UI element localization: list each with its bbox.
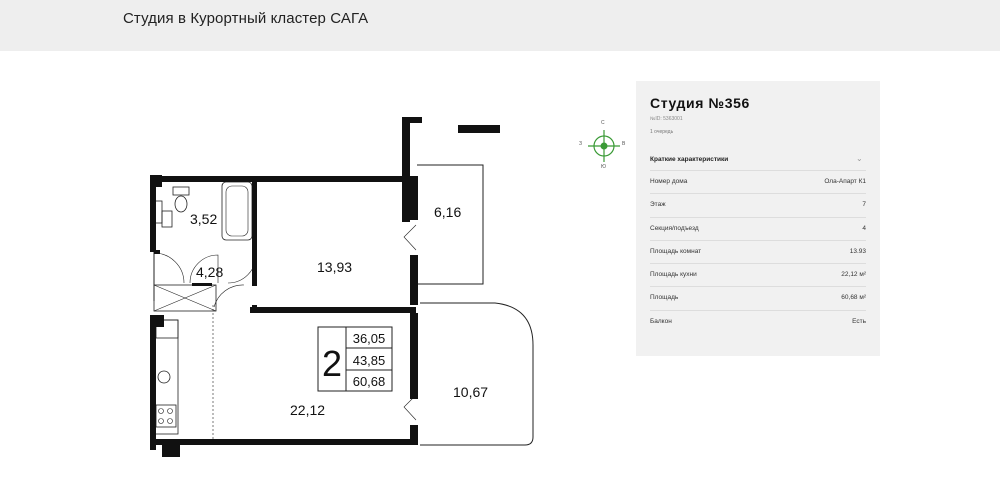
char-label: Этаж	[650, 201, 666, 209]
char-label: Номер дома	[650, 178, 688, 185]
compass-south: Ю	[601, 164, 607, 170]
char-row-section: Секция/подъезд 4	[650, 216, 866, 240]
compass-west: З	[579, 141, 583, 147]
char-label: Площадь кухни	[650, 271, 697, 279]
apartment-queue: 1 очередь	[650, 129, 674, 135]
char-value: 22,12 м²	[841, 271, 866, 279]
balcony-top-area: 6,16	[434, 204, 461, 220]
balcony-top-outline	[417, 164, 484, 285]
chevron-down-icon[interactable]: ⌄	[856, 154, 863, 163]
kitchen-area: 22,12	[290, 402, 325, 418]
char-value: Есть	[852, 317, 866, 325]
legend-total-area-2: 60,68	[353, 374, 386, 389]
char-label: Балкон	[650, 317, 672, 325]
legend-living-area: 36,05	[353, 331, 386, 346]
characteristics-list: Номер дома Ола-Апарт К1 Этаж 7 Секция/по…	[650, 170, 866, 333]
char-row-rooms-area: Площадь комнат 13.93	[650, 239, 866, 263]
room-area: 13,93	[317, 259, 352, 275]
compass-north: С	[601, 120, 605, 126]
char-value: 7	[862, 201, 866, 209]
apartment-title: Студия №356	[650, 95, 750, 111]
floor-plan: 3,52 4,28 13,93 6,16 22,12 10,67 2 36,05…	[140, 115, 550, 465]
balcony-bottom-area: 10,67	[453, 384, 488, 400]
top-bar: Студия в Курортный кластер САГА	[0, 0, 1000, 51]
legend-total-area-1: 43,85	[353, 353, 386, 368]
apartment-info-card: Студия №356 №ID: 5363001 1 очередь Кратк…	[636, 81, 880, 356]
char-label: Площадь	[650, 294, 679, 302]
char-row-total-area: Площадь 60,68 м²	[650, 286, 866, 309]
char-row-floor: Этаж 7	[650, 193, 866, 216]
char-row-balcony: Балкон Есть	[650, 309, 866, 333]
char-value: Ола-Апарт К1	[824, 178, 866, 185]
compass-east: В	[622, 141, 626, 147]
char-row-kitchen-area: Площадь кухни 22,12 м²	[650, 263, 866, 286]
apartment-id: №ID: 5363001	[650, 116, 683, 122]
page-title: Студия в Курортный кластер САГА	[123, 10, 369, 27]
compass: С З В Ю	[579, 120, 628, 176]
floor-plan-drawing: 3,52 4,28 13,93 6,16 22,12 10,67 2 36,05…	[150, 117, 534, 457]
legend-rooms-count: 2	[322, 343, 342, 384]
char-row-house: Номер дома Ола-Апарт К1	[650, 170, 866, 193]
compass-icon	[588, 130, 620, 162]
char-value: 60,68 м²	[841, 294, 866, 302]
char-value: 4	[862, 224, 866, 232]
bathroom-area: 3,52	[190, 211, 217, 227]
characteristics-heading[interactable]: Краткие характеристики	[650, 156, 729, 163]
char-label: Секция/подъезд	[650, 224, 699, 232]
hall-area: 4,28	[196, 264, 223, 280]
char-label: Площадь комнат	[650, 247, 702, 255]
char-value: 13.93	[849, 247, 866, 255]
balcony-bottom-outline	[420, 302, 534, 446]
